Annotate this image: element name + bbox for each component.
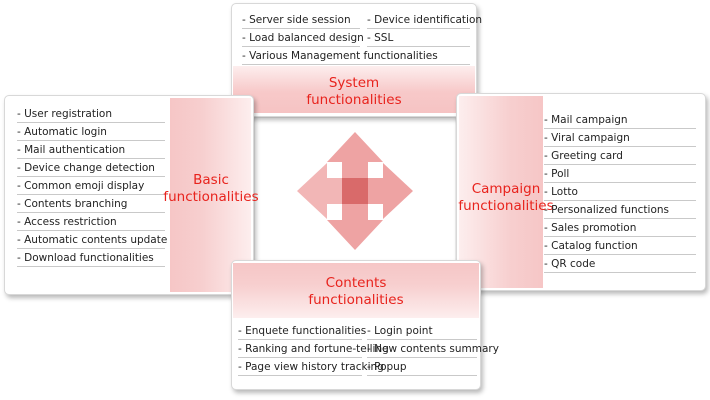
basic-list: - User registration - Automatic login - …	[17, 105, 167, 267]
system-title: System functionalities	[306, 75, 402, 108]
list-item: - User registration	[17, 105, 165, 123]
list-item: - Enquete functionalities	[238, 322, 366, 340]
list-item: - Sales promotion	[544, 219, 696, 237]
list-item: - Device identification	[367, 11, 482, 29]
basic-title: Basic functionalities	[163, 172, 259, 205]
list-item: - Greeting card	[544, 147, 696, 165]
campaign-panel: Campaign functionalities - Mail campaign…	[456, 93, 706, 291]
list-item: - Ranking and fortune-telling	[238, 340, 389, 358]
system-band	[233, 66, 475, 113]
list-item: - Poll	[544, 165, 696, 183]
list-item: - Device change detection	[17, 159, 165, 177]
list-item: - Mail campaign	[544, 111, 696, 129]
campaign-title: Campaign functionalities	[458, 181, 554, 214]
system-list-left: - Server side session - Load balanced de…	[242, 11, 472, 65]
contents-title: Contents functionalities	[308, 275, 404, 308]
list-item: - Viral campaign	[544, 129, 696, 147]
list-item: - Contents branching	[17, 195, 165, 213]
contents-panel: Contents functionalities - Enquete funct…	[231, 260, 499, 390]
list-item: - Server side session	[242, 11, 360, 29]
list-item: - Load balanced design	[242, 29, 364, 47]
campaign-band	[459, 96, 543, 288]
list-item: - Page view history tracking	[238, 358, 384, 376]
campaign-list: - Mail campaign - Viral campaign - Greet…	[544, 111, 696, 273]
list-item: - QR code	[544, 255, 696, 273]
list-item: - Login point	[367, 322, 477, 340]
contents-band	[233, 263, 479, 318]
list-item: - Common emoji display	[17, 177, 165, 195]
list-item: - SSL	[367, 29, 470, 47]
list-item: - Popup	[367, 358, 477, 376]
contents-list-right: - Login point - New contents summary - P…	[367, 322, 499, 376]
list-item: - Lotto	[544, 183, 696, 201]
list-item: - Personalized functions	[544, 201, 696, 219]
basic-panel: - User registration - Automatic login - …	[4, 95, 259, 295]
list-item: - Various Management functionalities	[242, 47, 470, 65]
system-list-right: - Device identification - SSL	[367, 11, 482, 47]
four-way-arrow-icon	[297, 132, 413, 250]
list-item: - Automatic contents update	[17, 231, 167, 249]
contents-list-left: - Enquete functionalities - Ranking and …	[238, 322, 389, 376]
list-item: - Download functionalities	[17, 249, 165, 267]
list-item: - Mail authentication	[17, 141, 165, 159]
list-item: - Catalog function	[544, 237, 696, 255]
list-item: - Automatic login	[17, 123, 165, 141]
system-panel: - Server side session - Load balanced de…	[231, 3, 482, 117]
list-item: - Access restriction	[17, 213, 165, 231]
list-item: - New contents summary	[367, 340, 499, 358]
basic-band	[170, 98, 251, 292]
